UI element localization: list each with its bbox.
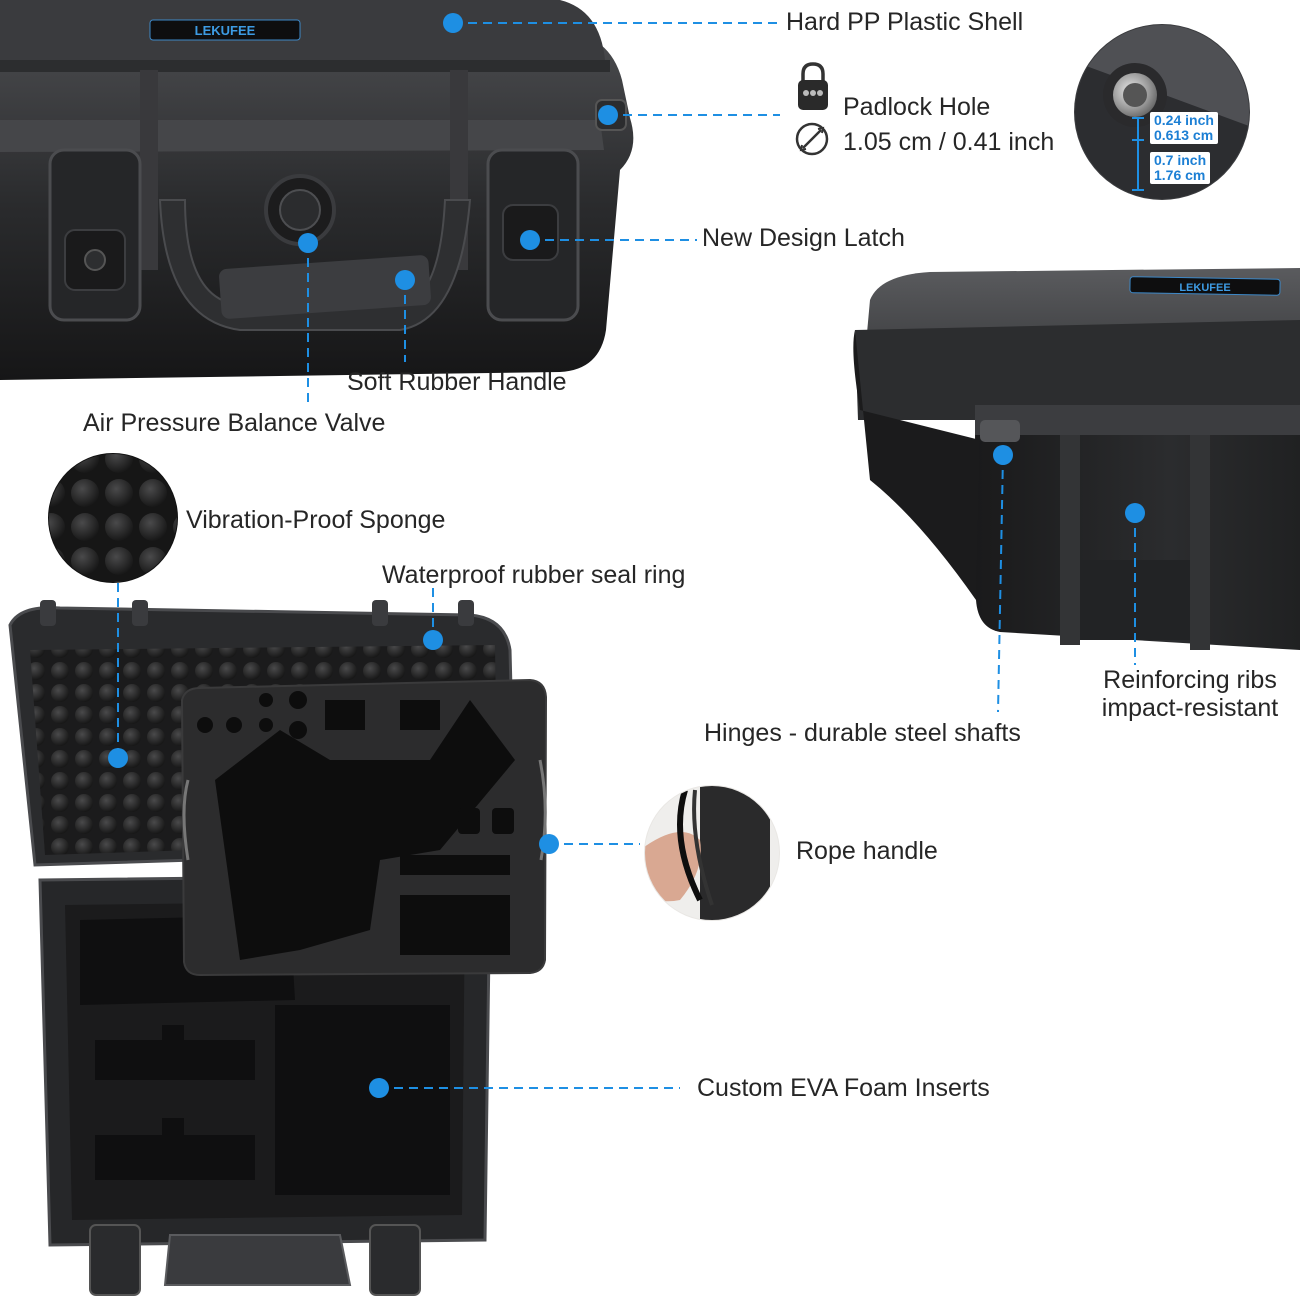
label-hinges: Hinges - durable steel shafts xyxy=(704,719,1021,747)
callout-dot-ribs xyxy=(1125,503,1145,523)
label-hard-shell: Hard PP Plastic Shell xyxy=(786,8,1024,36)
callout-dot-eva xyxy=(369,1078,389,1098)
label-reinforcing-ribs: Reinforcing ribs impact-resistant xyxy=(1080,666,1300,722)
label-new-latch: New Design Latch xyxy=(702,224,905,252)
callout-dot-padlock xyxy=(598,105,618,125)
label-sponge: Vibration-Proof Sponge xyxy=(186,506,446,534)
callout-lines xyxy=(117,22,1136,1089)
brand-plate-right: LEKUFEE xyxy=(1179,282,1230,294)
callout-dots xyxy=(108,13,1145,1098)
callout-dot-rope xyxy=(539,834,559,854)
padlock-icon xyxy=(798,62,828,110)
callout-dot-sponge xyxy=(108,748,128,768)
callout-dot-shell xyxy=(443,13,463,33)
label-rope-handle: Rope handle xyxy=(796,837,938,865)
label-soft-handle: Soft Rubber Handle xyxy=(347,368,567,396)
diameter-icon xyxy=(795,122,829,156)
badge-bottom-dimension: 0.7 inch 1.76 cm xyxy=(1150,152,1211,184)
case-angled-view: LEKUFEE xyxy=(853,268,1300,650)
label-seal-ring: Waterproof rubber seal ring xyxy=(382,561,686,589)
badge-top-cm: 0.613 cm xyxy=(1154,127,1214,143)
callout-dot-latch xyxy=(520,230,540,250)
label-air-valve: Air Pressure Balance Valve xyxy=(83,409,386,437)
case-open-view xyxy=(8,600,548,1296)
label-ribs-line2: impact-resistant xyxy=(1101,693,1279,722)
badge-bottom-cm: 1.76 cm xyxy=(1154,167,1206,183)
sponge-closeup xyxy=(48,453,178,583)
callout-dot-seal xyxy=(423,630,443,650)
brand-plate-top: LEKUFEE xyxy=(195,23,256,38)
badge-top-inch: 0.24 inch xyxy=(1154,112,1214,128)
latch-left xyxy=(48,148,142,322)
rope-handle-closeup xyxy=(644,785,780,921)
label-ribs-line1: Reinforcing ribs xyxy=(1103,666,1277,694)
badge-top-dimension: 0.24 inch 0.613 cm xyxy=(1150,112,1218,144)
callout-dot-hinge xyxy=(993,445,1013,465)
callout-line-hinge xyxy=(997,454,1004,713)
callout-dot-handle xyxy=(395,270,415,290)
label-eva-inserts: Custom EVA Foam Inserts xyxy=(697,1074,990,1102)
label-padlock-size: 1.05 cm / 0.41 inch xyxy=(843,128,1055,156)
case-front-view: LEKUFEE xyxy=(0,0,634,380)
badge-bottom-inch: 0.7 inch xyxy=(1154,152,1207,168)
label-padlock-hole: Padlock Hole xyxy=(843,93,991,121)
callout-dot-valve xyxy=(298,233,318,253)
